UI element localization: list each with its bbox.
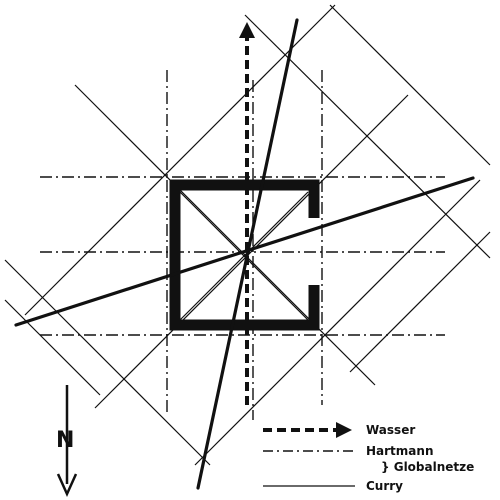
curry-line (4, 299, 101, 396)
curry-grid-lines (4, 4, 491, 466)
legend: Wasser Hartmann } Globalnetze Curry (263, 422, 474, 493)
water-vein (239, 22, 255, 405)
north-arrow: N (56, 385, 78, 498)
curry-line (94, 94, 409, 409)
legend-globalnetze-label: } Globalnetze (381, 460, 474, 474)
north-label: N (56, 428, 74, 453)
water-arrowhead (239, 22, 255, 38)
curry-line (24, 4, 336, 316)
curry-line (329, 4, 491, 166)
legend-water-label: Wasser (366, 423, 415, 437)
room-diagonal (179, 191, 309, 321)
hartmann-grid-lines (40, 70, 445, 420)
room-outline (169, 179, 320, 331)
legend-curry-label: Curry (366, 479, 403, 493)
globalnetz-lines (14, 18, 475, 490)
curry-line (74, 84, 376, 386)
globalnetz-line-shallow (14, 176, 475, 327)
globalnetz-line-steep (196, 18, 299, 490)
legend-water-arrowhead (336, 422, 352, 438)
legend-hartmann-label: Hartmann (366, 444, 433, 458)
curry-line (349, 231, 491, 373)
curry-line (244, 14, 491, 259)
room-diagonals (179, 191, 309, 321)
curry-line (194, 179, 481, 466)
curry-line (4, 259, 211, 466)
